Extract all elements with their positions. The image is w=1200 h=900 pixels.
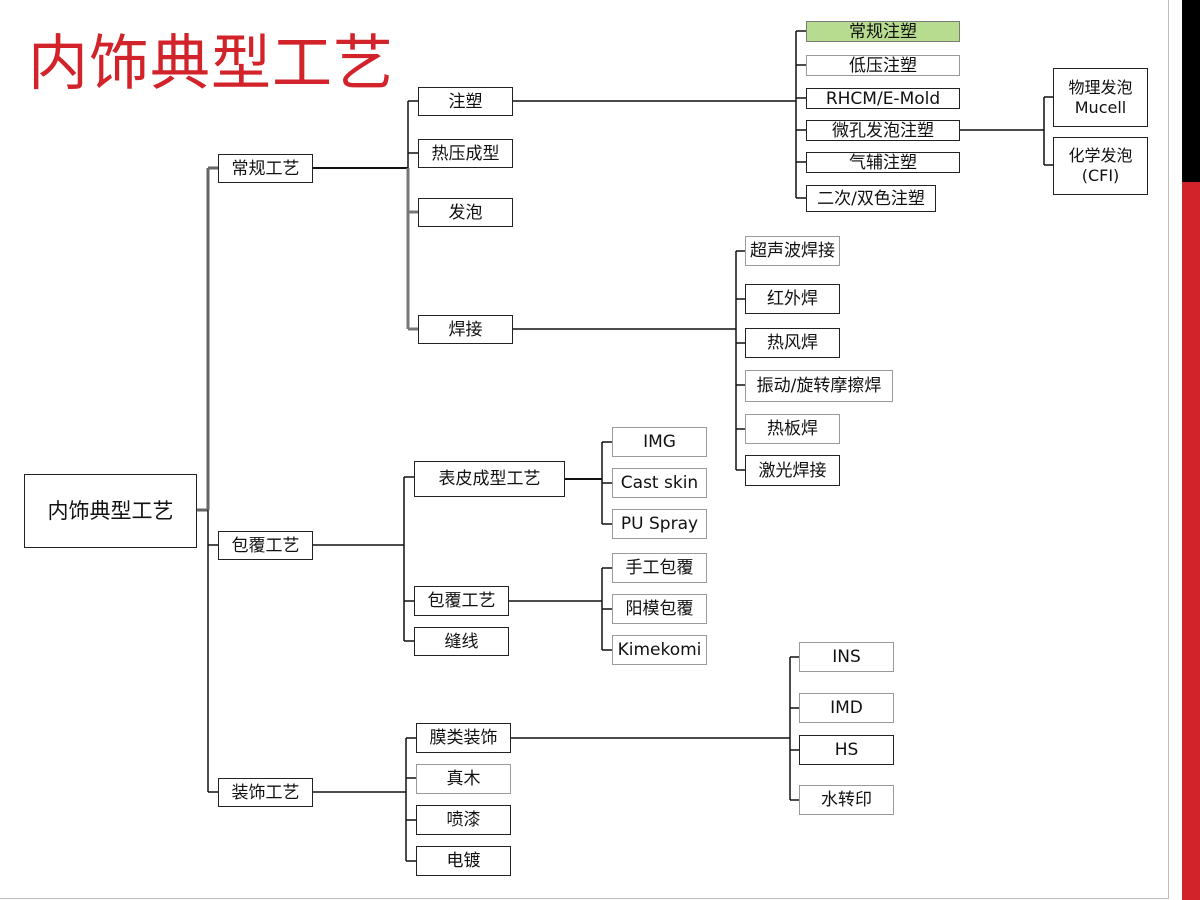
node-decoration-process: 装饰工艺 [218, 778, 313, 807]
node-injection-item: 微孔发泡注塑 [806, 120, 960, 141]
node-microfoam-item: 物理发泡 Mucell [1053, 68, 1148, 127]
node-welding: 焊接 [418, 315, 513, 344]
node-welding-item: 激光焊接 [745, 455, 840, 486]
node-real-wood: 真木 [416, 764, 511, 794]
node-skin-item: Cast skin [612, 468, 707, 498]
node-film-item: 水转印 [799, 785, 894, 815]
node-injection: 注塑 [418, 87, 513, 116]
node-wrapping-sub: 包覆工艺 [414, 586, 509, 616]
node-foaming: 发泡 [418, 198, 513, 227]
node-wrap-item: 阳模包覆 [612, 594, 707, 624]
node-skin-item: PU Spray [612, 509, 707, 539]
node-film-item: INS [799, 642, 894, 672]
root-node: 内饰典型工艺 [24, 474, 197, 548]
accent-bar-red [1182, 182, 1200, 900]
node-skin-forming: 表皮成型工艺 [414, 461, 565, 497]
node-injection-item: 低压注塑 [806, 55, 960, 76]
slide-canvas [0, 0, 1169, 899]
node-injection-item: RHCM/E-Mold [806, 88, 960, 109]
node-injection-item: 二次/双色注塑 [806, 185, 936, 212]
node-sewing: 缝线 [414, 627, 509, 656]
node-wrap-item: 手工包覆 [612, 553, 707, 583]
node-conventional-process: 常规工艺 [218, 154, 313, 183]
connector-lines [196, 30, 1053, 862]
node-film-item: HS [799, 735, 894, 765]
node-painting: 喷漆 [416, 805, 511, 835]
node-wrap-item: Kimekomi [612, 635, 707, 665]
node-welding-item: 超声波焊接 [745, 236, 840, 266]
node-injection-item: 气辅注塑 [806, 152, 960, 173]
node-wrapping-process: 包覆工艺 [218, 531, 313, 560]
accent-bar-black [1182, 0, 1200, 182]
node-welding-item: 振动/旋转摩擦焊 [745, 370, 893, 402]
node-plating: 电镀 [416, 846, 511, 876]
node-welding-item: 热板焊 [745, 414, 840, 444]
node-film-decoration: 膜类装饰 [416, 723, 511, 753]
node-film-item: IMD [799, 693, 894, 723]
node-skin-item: IMG [612, 427, 707, 457]
node-welding-item: 热风焊 [745, 328, 840, 358]
node-hot-press: 热压成型 [418, 139, 513, 168]
node-microfoam-item: 化学发泡 (CFI) [1053, 137, 1148, 195]
page-title: 内饰典型工艺 [28, 29, 394, 99]
node-welding-item: 红外焊 [745, 284, 840, 314]
node-injection-item: 常规注塑 [806, 21, 960, 42]
